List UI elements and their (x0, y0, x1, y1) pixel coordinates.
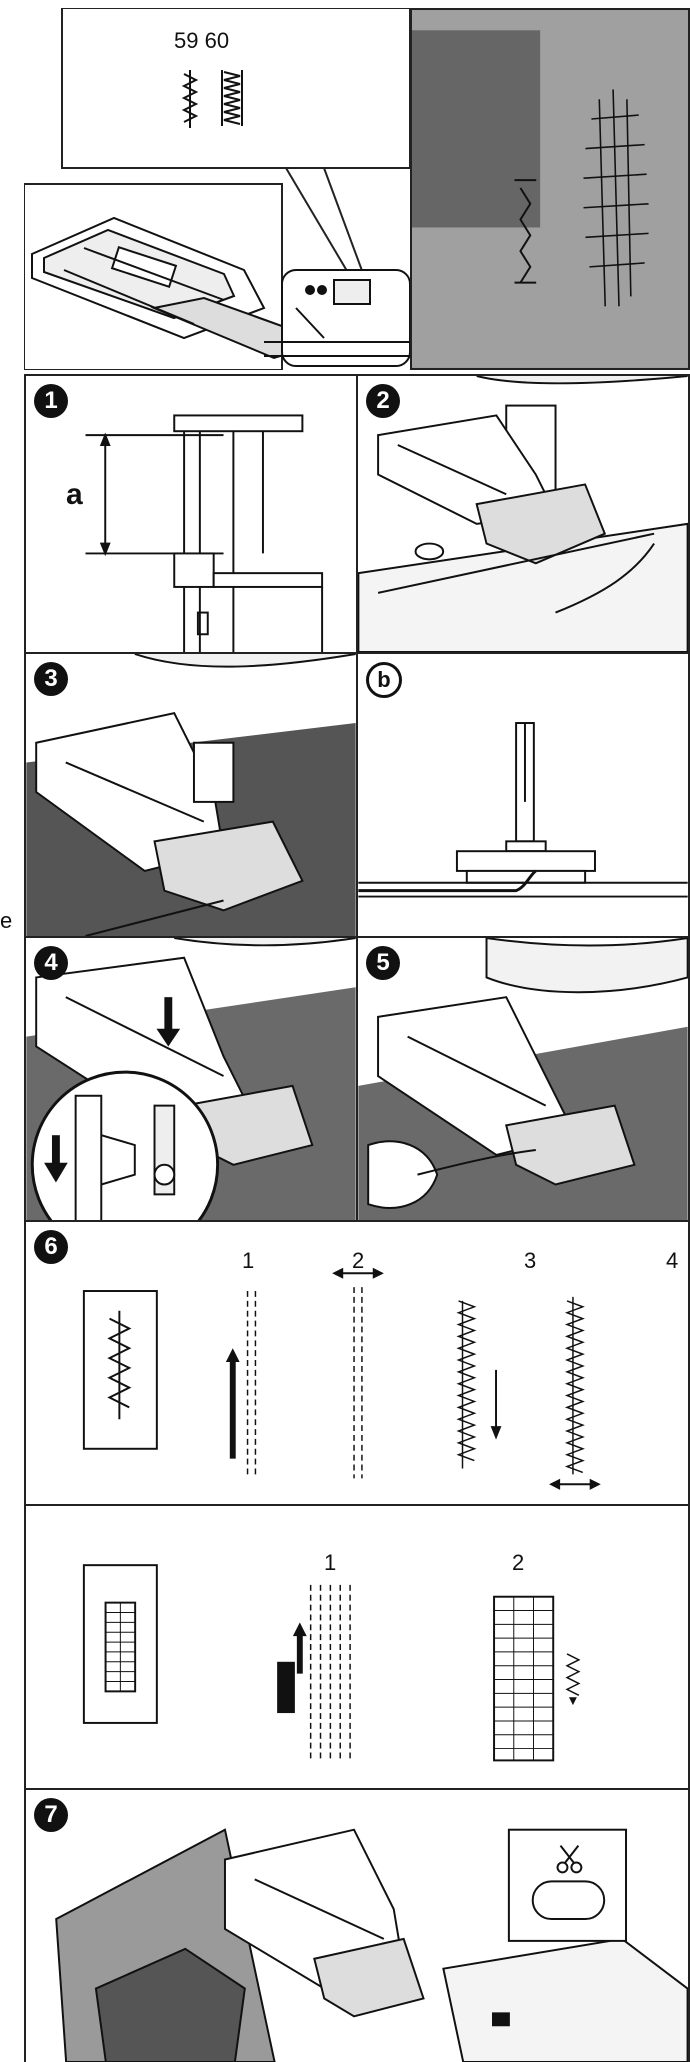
mini-machine-drawing (264, 269, 411, 367)
step-2-sequence (353, 1287, 363, 1479)
cut-buttonhole-illustration (26, 1790, 688, 2062)
sequence-60-label-1: 1 (324, 1550, 337, 1575)
dimension-label-a: a (66, 478, 83, 511)
needle-fabric-section-illustration (358, 722, 688, 898)
sequence-60-label-2: 2 (512, 1550, 525, 1575)
arrow-up-icon (225, 1348, 240, 1459)
stitch-sequence-60-illustration (82, 1564, 581, 1763)
top-left-panel: 59 60 (24, 8, 412, 370)
step-3-badge: 3 (34, 662, 68, 696)
arrow-down-icon-detail (44, 1135, 68, 1183)
step-6-row2-panel: 1 2 (24, 1504, 690, 1790)
step-1-panel: 1 a (24, 374, 358, 654)
step-3-panel: 3 (24, 652, 358, 938)
double-arrow-icon (549, 1478, 601, 1490)
thread-hold-illustration (358, 938, 688, 1220)
stitch-numbers-label: 59 60 (174, 28, 230, 53)
machine-overview-illustration (24, 8, 411, 370)
step-6-badge: 6 (34, 1230, 68, 1264)
fabric-position-illustration (26, 654, 356, 936)
sequence-label-1: 1 (242, 1248, 255, 1273)
top-right-panel (410, 8, 690, 370)
scissors-icon (556, 1844, 583, 1874)
double-arrow-icon (332, 1267, 384, 1279)
step-2-sequence-60 (493, 1595, 555, 1762)
foot-attach-illustration (358, 376, 688, 652)
lever-lower-illustration (26, 938, 356, 1220)
step-1-sequence-60 (309, 1584, 351, 1763)
step-6-row1-panel: 6 1 2 3 4 (24, 1220, 690, 1506)
foot-measure-illustration (85, 414, 324, 652)
sequence-label-3: 3 (524, 1248, 537, 1273)
sample-buttonholes-illustration (412, 10, 688, 368)
dense-buttonhole-sample (583, 89, 649, 307)
step-4-badge: 4 (34, 946, 68, 980)
step-7-badge: 7 (34, 1798, 68, 1832)
step-1-sequence (246, 1291, 257, 1479)
sequence-label-4: 4 (666, 1248, 679, 1273)
step-b-panel: b (356, 652, 690, 938)
sequence-label-2: 2 (352, 1248, 365, 1273)
step-1-badge: 1 (34, 384, 68, 418)
buttonhole-foot-drawing (31, 216, 306, 360)
arrow-up-icon (292, 1622, 307, 1674)
step-2-badge: 2 (366, 384, 400, 418)
step-4-panel: 4 (24, 936, 358, 1222)
stitch-sequence-59-illustration (82, 1267, 601, 1490)
arrow-down-icon (156, 997, 181, 1047)
step-5-panel: 5 (356, 936, 690, 1222)
arrow-down-icon (490, 1369, 502, 1440)
step-3-sequence (456, 1300, 477, 1469)
margin-mark: e (0, 908, 13, 933)
step-b-badge: b (366, 662, 402, 698)
step-7-panel: 7 (24, 1788, 690, 2062)
step-4-sequence (564, 1296, 585, 1475)
step-5-badge: 5 (366, 946, 400, 980)
stitch-60-symbol (221, 70, 243, 126)
stitch-59-symbol (181, 70, 199, 128)
step-2-panel: 2 (356, 374, 690, 654)
presser-marker (277, 1661, 295, 1714)
